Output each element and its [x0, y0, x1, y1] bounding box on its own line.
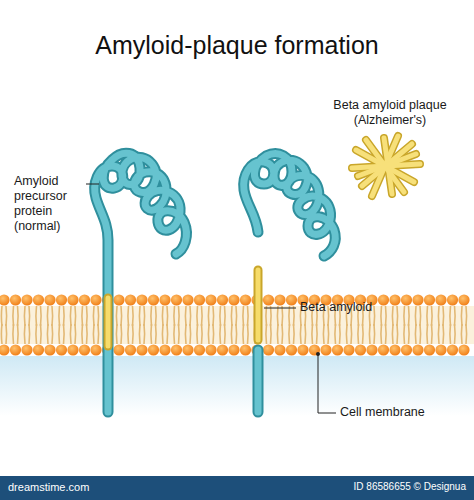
leader-lines: [86, 184, 336, 413]
part-label: Beta amyloid: [300, 300, 410, 315]
footer-bar: [0, 476, 474, 500]
part-label: Amyloid precursor protein (normal): [14, 174, 86, 234]
part-label: Beta amyloid plaque (Alzheimer's): [322, 98, 458, 128]
part-label: Cell membrane: [340, 405, 460, 420]
watermark: dreamstime.com: [8, 481, 168, 494]
diagram-title: Amyloid-plaque formation: [0, 30, 474, 60]
lipid-tails: [1, 306, 466, 344]
cleaved-precursor-protein: [244, 154, 336, 412]
watermark: ID 86586655 © Designua: [290, 481, 466, 493]
amyloid-plaque: [352, 136, 420, 196]
membrane-core: [0, 306, 474, 344]
lipid-heads: [0, 294, 470, 355]
leader-dot: [316, 352, 320, 356]
amyloid-precursor-protein: [95, 153, 187, 412]
